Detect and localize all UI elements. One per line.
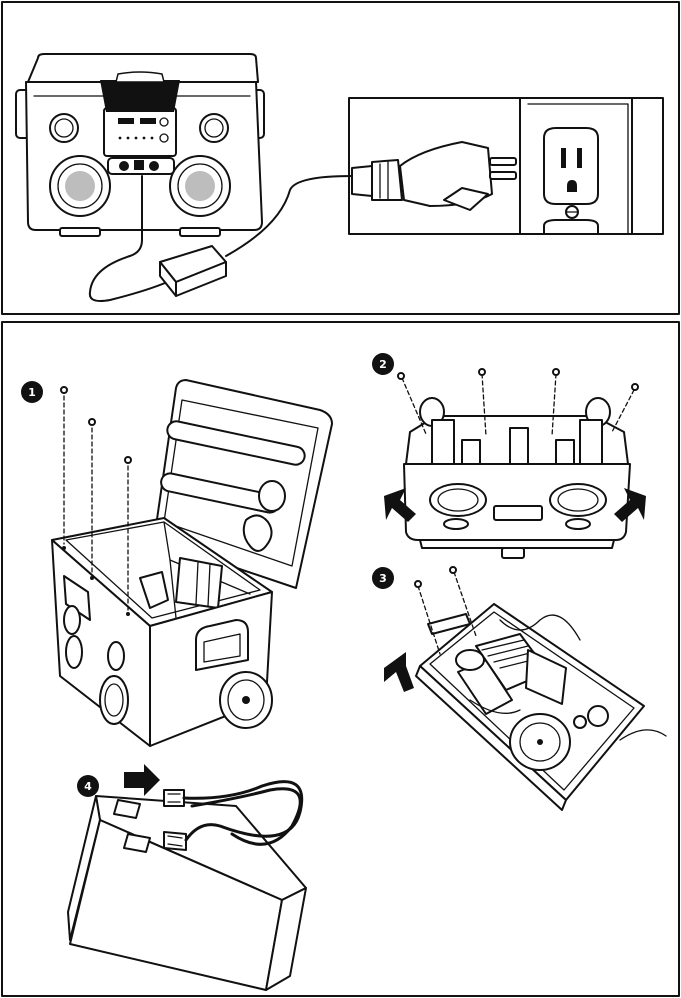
step-1-label: 1 bbox=[28, 386, 36, 399]
step-badge-3: 3 bbox=[372, 567, 394, 589]
step-badge-4: 4 bbox=[77, 775, 99, 797]
open-cooler-illustration bbox=[52, 380, 332, 746]
step-4-label: 4 bbox=[84, 780, 92, 793]
flipped-cooler-illustration bbox=[384, 369, 646, 558]
battery-connection-illustration bbox=[68, 764, 306, 990]
step-2-label: 2 bbox=[379, 358, 387, 371]
cooler-speaker-front bbox=[16, 54, 264, 236]
step-3-label: 3 bbox=[379, 572, 387, 585]
wall-outlet-inset bbox=[349, 98, 663, 234]
opened-bottom-illustration bbox=[384, 567, 666, 810]
step-badge-2: 2 bbox=[372, 353, 394, 375]
step-badge-1: 1 bbox=[21, 381, 43, 403]
